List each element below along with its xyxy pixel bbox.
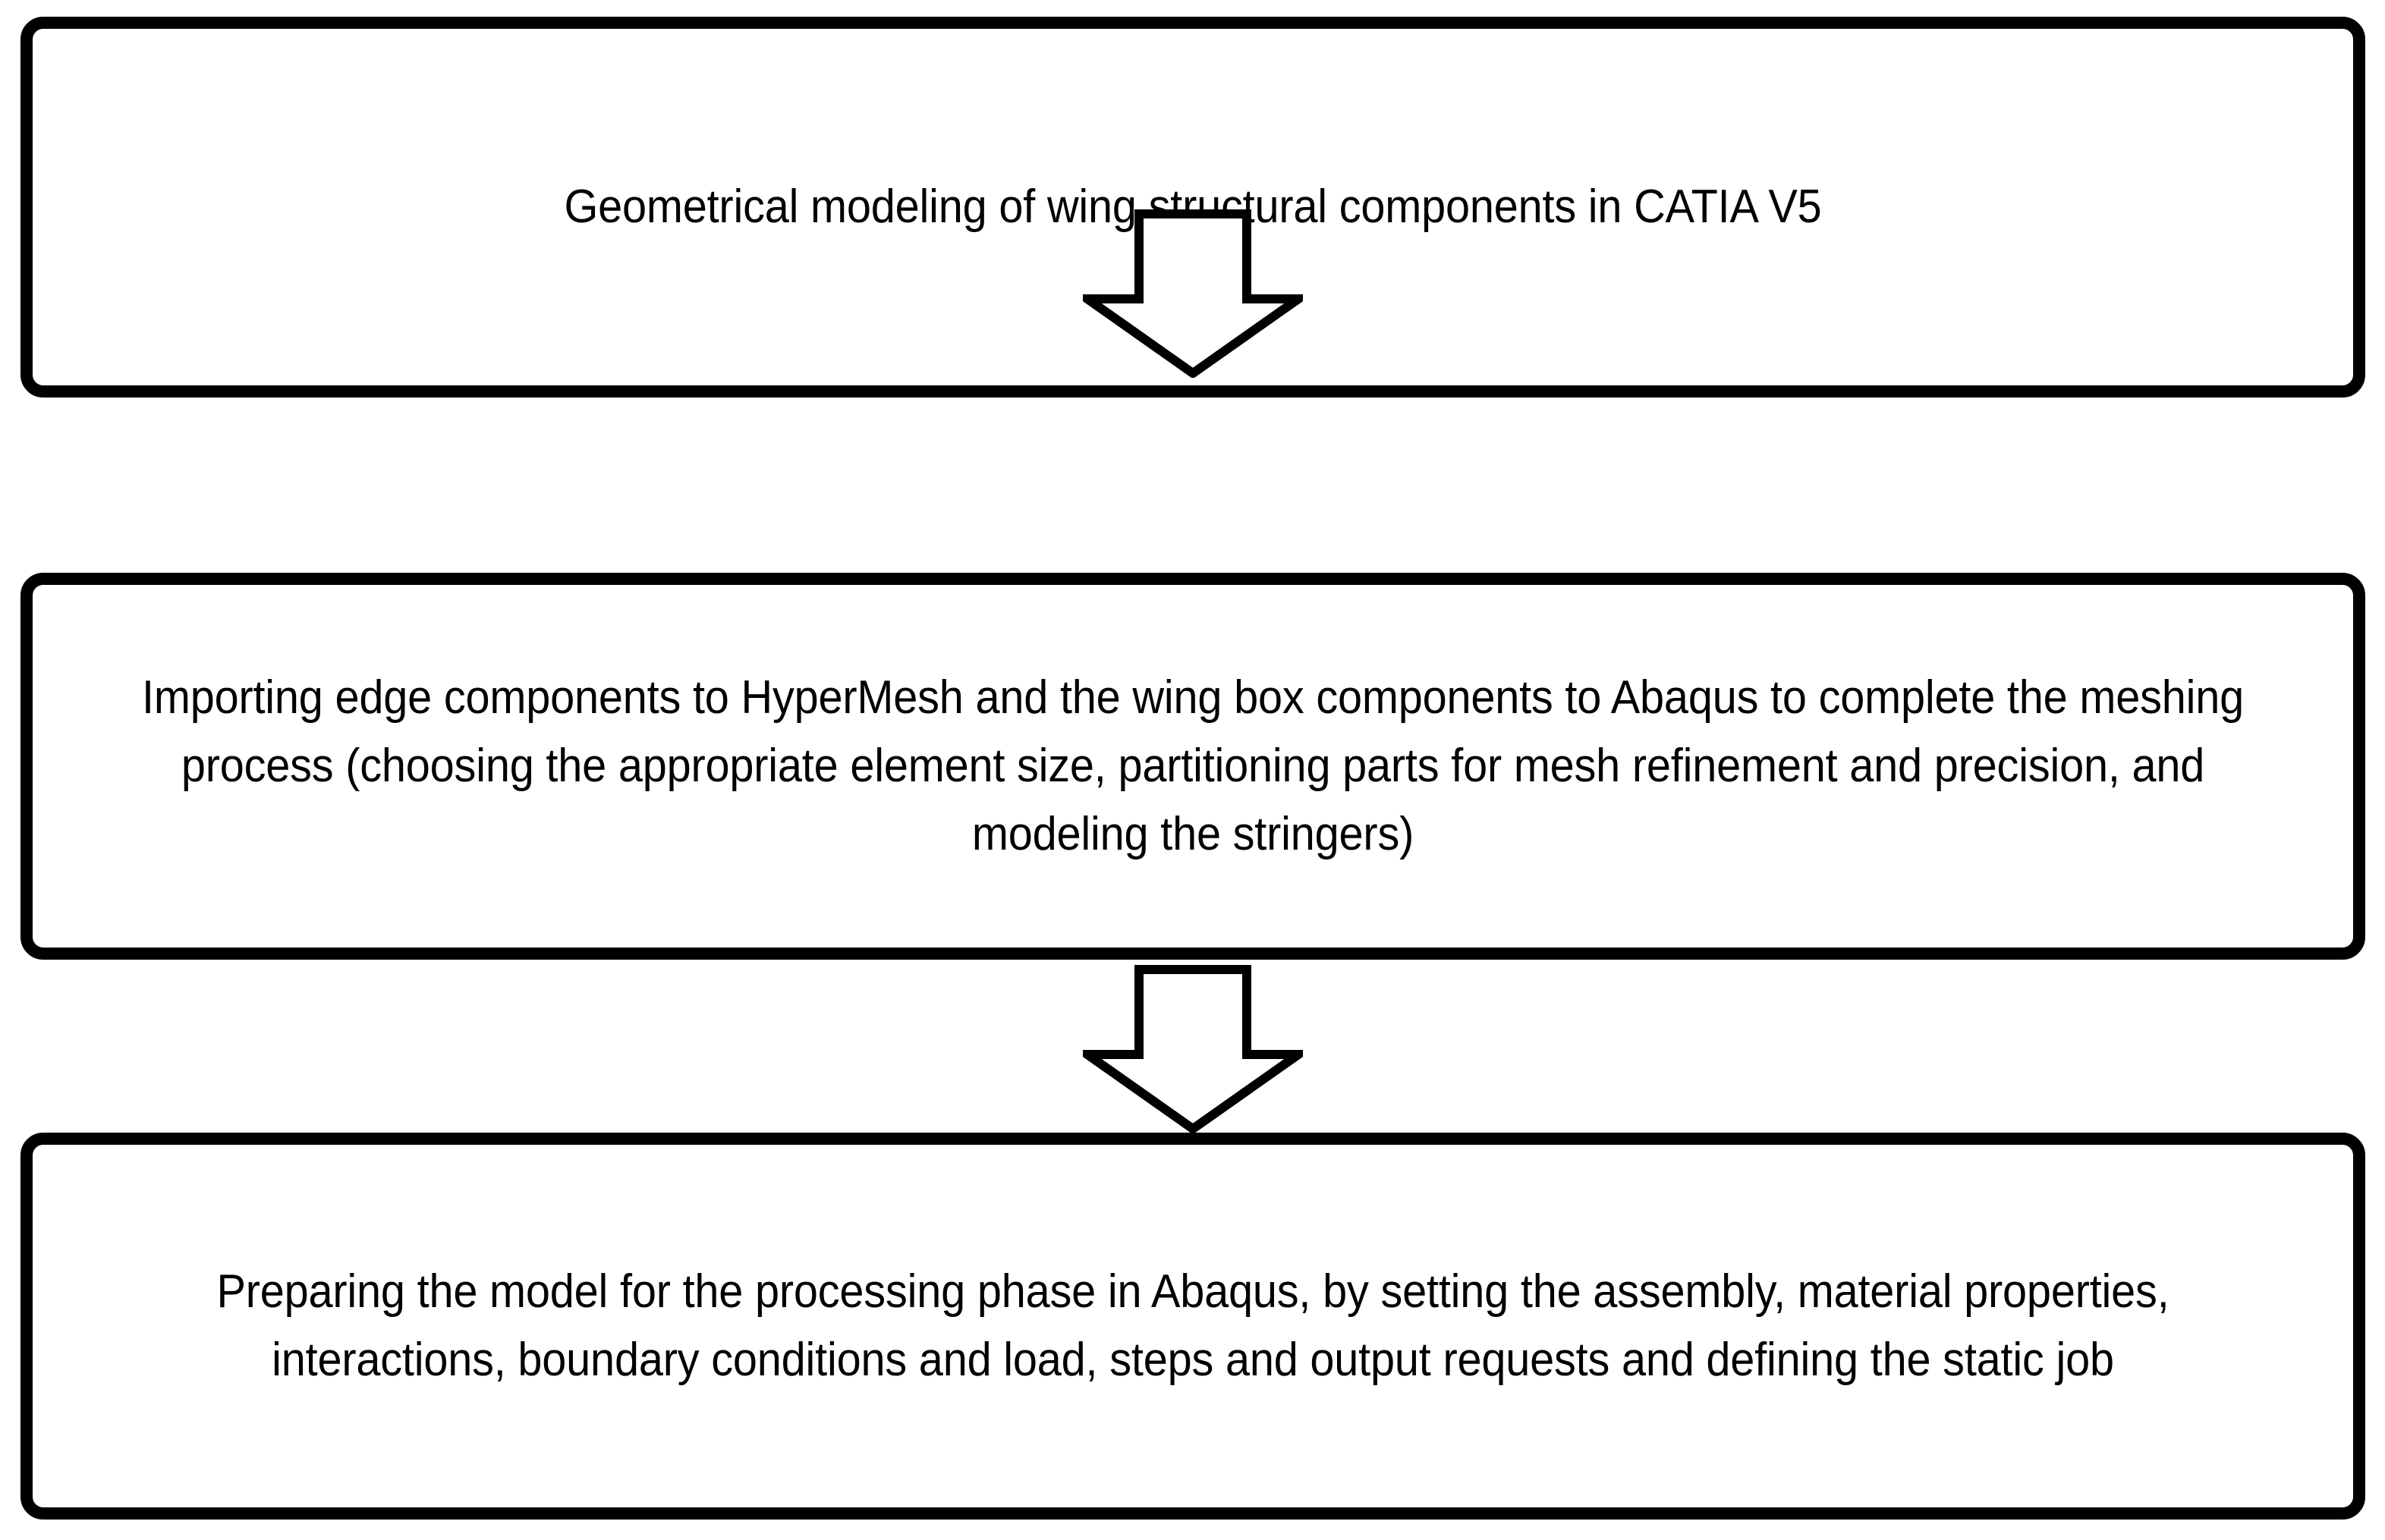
process-node-1-label: Geometrical modeling of wing structural … — [564, 181, 1822, 233]
process-node-3[interactable]: Preparing the model for the processing p… — [20, 1133, 2365, 1520]
process-node-2[interactable]: Importing edge components to HyperMesh a… — [20, 573, 2365, 960]
process-node-2-label: Importing edge components to HyperMesh a… — [142, 671, 2244, 860]
down-block-arrow-icon-1 — [1083, 209, 1303, 378]
down-block-arrow-icon-2 — [1083, 965, 1303, 1133]
process-node-3-label: Preparing the model for the processing p… — [216, 1265, 2169, 1386]
